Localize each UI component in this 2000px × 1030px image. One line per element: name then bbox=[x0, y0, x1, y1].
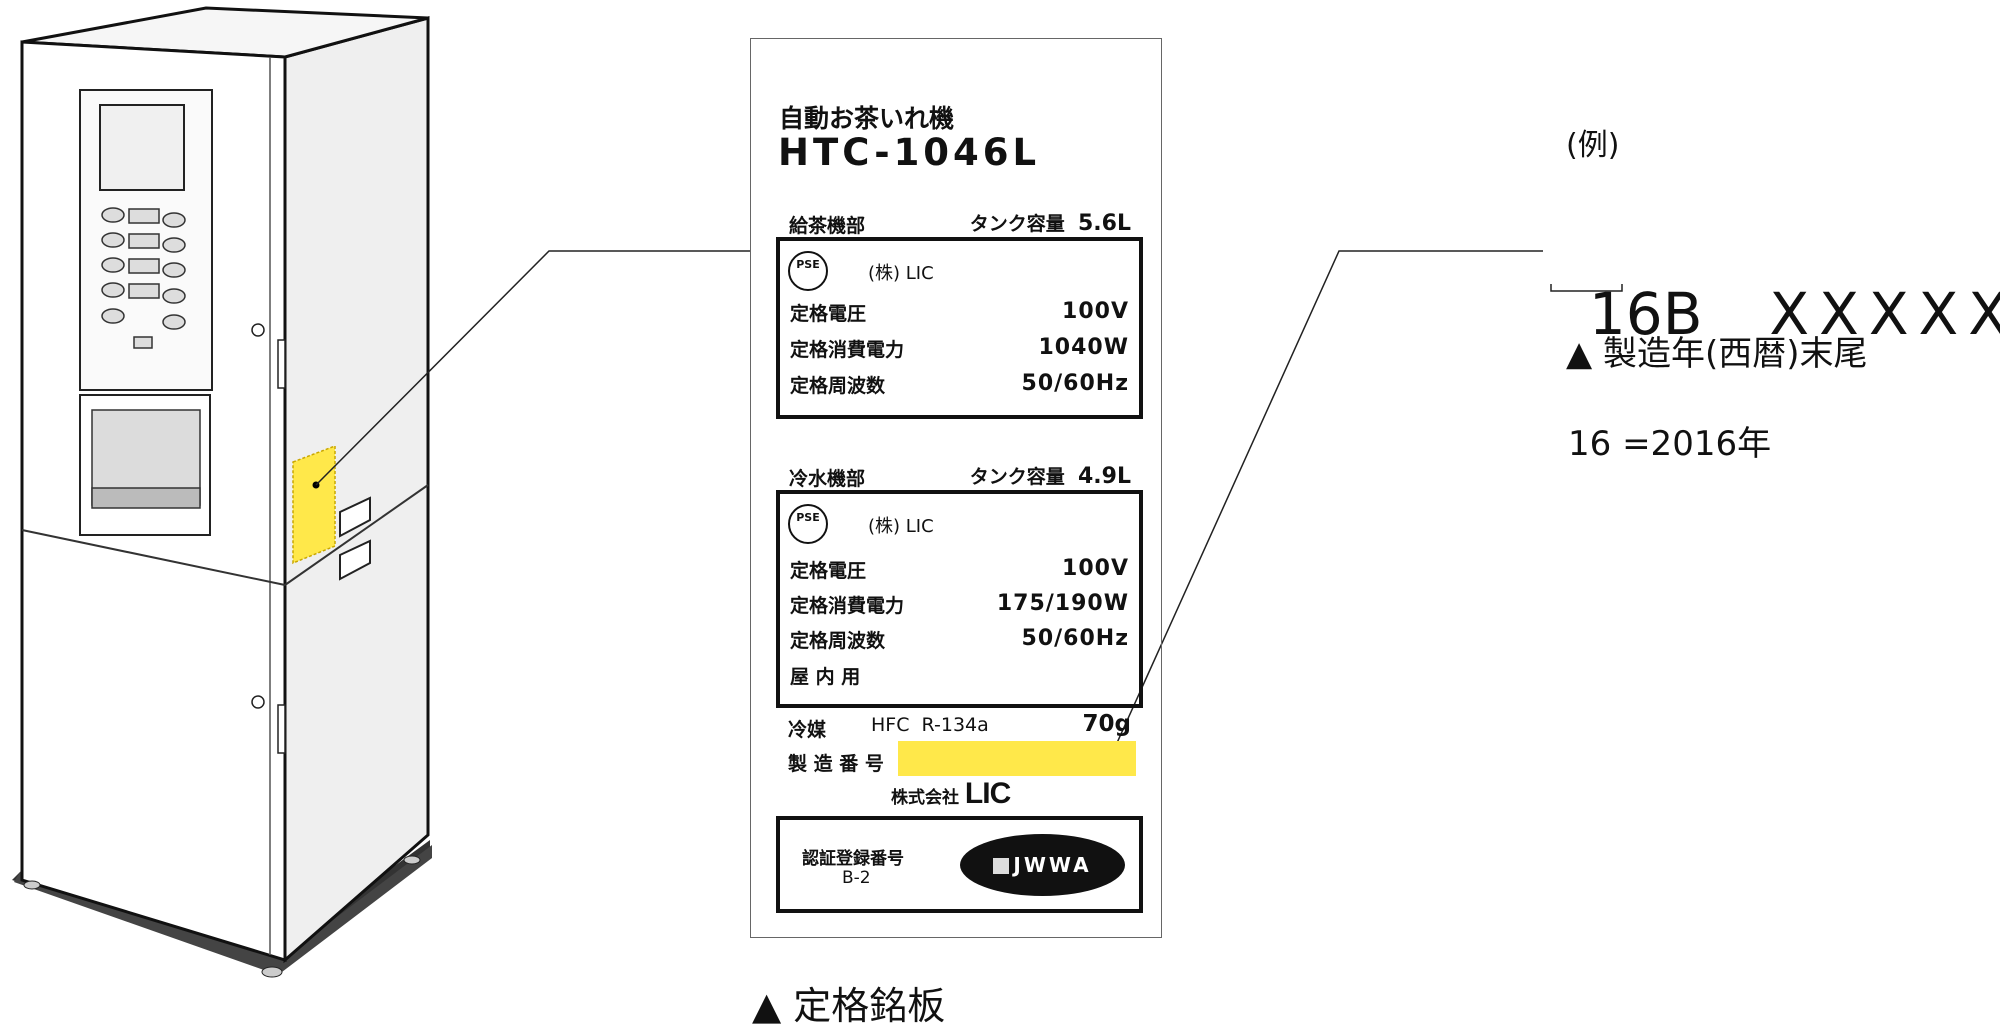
door-lock bbox=[251, 323, 265, 337]
serial-year: 16 bbox=[1588, 280, 1663, 348]
indoor-use: 屋 内 用 bbox=[790, 666, 861, 688]
display-window bbox=[99, 104, 185, 191]
jwwa-logo: JWWA bbox=[960, 834, 1125, 896]
cert-number: B-2 bbox=[842, 868, 871, 888]
tank-label: タンク容量 bbox=[969, 466, 1065, 488]
tank-value: 5.6L bbox=[1078, 211, 1131, 236]
drip-tray bbox=[91, 487, 201, 509]
side-handle-upper bbox=[339, 496, 371, 538]
jwwa-emblem-icon bbox=[993, 858, 1010, 874]
nameplate-caption: ▲ 定格銘板 bbox=[752, 984, 946, 1028]
side-handle-lower bbox=[339, 539, 371, 581]
serial-label: 製 造 番 号 bbox=[788, 753, 884, 775]
pse-mark: PSE bbox=[788, 504, 828, 544]
year-bracket bbox=[1550, 284, 1623, 292]
tank-value: 4.9L bbox=[1078, 464, 1131, 489]
refrigerant-amount: 70g bbox=[1082, 711, 1131, 737]
maker-name: (株) LIC bbox=[868, 263, 934, 284]
water-section-name: 冷水機部 bbox=[789, 468, 866, 490]
maker-name: (株) LIC bbox=[868, 516, 934, 537]
serial-number-highlight bbox=[898, 741, 1136, 776]
refrigerant-type: HFC R-134a bbox=[871, 714, 989, 736]
tea-tank-capacity: タンク容量 5.6L bbox=[970, 209, 1131, 236]
leader-line-serial bbox=[1106, 250, 1543, 766]
nameplate: 自動お茶いれ機 HTC-1046L 給茶機部 タンク容量 5.6L PSE (株… bbox=[750, 38, 1162, 938]
certification-box: 認証登録番号 B-2 JWWA bbox=[776, 816, 1143, 913]
pse-mark: PSE bbox=[788, 251, 828, 291]
company-name: 株式会社 LIC bbox=[891, 777, 1011, 811]
tea-section-name: 給茶機部 bbox=[789, 215, 866, 237]
model-number: HTC-1046L bbox=[778, 131, 1041, 174]
serial-rest: B XXXXXX bbox=[1662, 280, 2000, 348]
example-note: ▲ 製造年(西暦)末尾 bbox=[1566, 334, 1868, 374]
refrigerant-label: 冷媒 bbox=[788, 719, 827, 741]
example-explanation: 16 =2016年 bbox=[1568, 424, 1772, 464]
company-prefix: 株式会社 bbox=[891, 788, 959, 808]
panel-buttons bbox=[101, 207, 186, 349]
tank-label: タンク容量 bbox=[969, 213, 1065, 235]
product-name: 自動お茶いれ機 bbox=[779, 104, 955, 133]
example-serial: 16B XXXXXX bbox=[1552, 212, 2000, 348]
leader-line-machine bbox=[315, 250, 750, 486]
door-lock-lower bbox=[251, 695, 265, 709]
company-logo: LIC bbox=[964, 777, 1011, 810]
nameplate-location-highlight bbox=[292, 444, 336, 565]
water-tank-capacity: タンク容量 4.9L bbox=[970, 462, 1131, 489]
example-title: (例) bbox=[1566, 128, 1620, 163]
cert-label: 認証登録番号 bbox=[802, 849, 904, 869]
